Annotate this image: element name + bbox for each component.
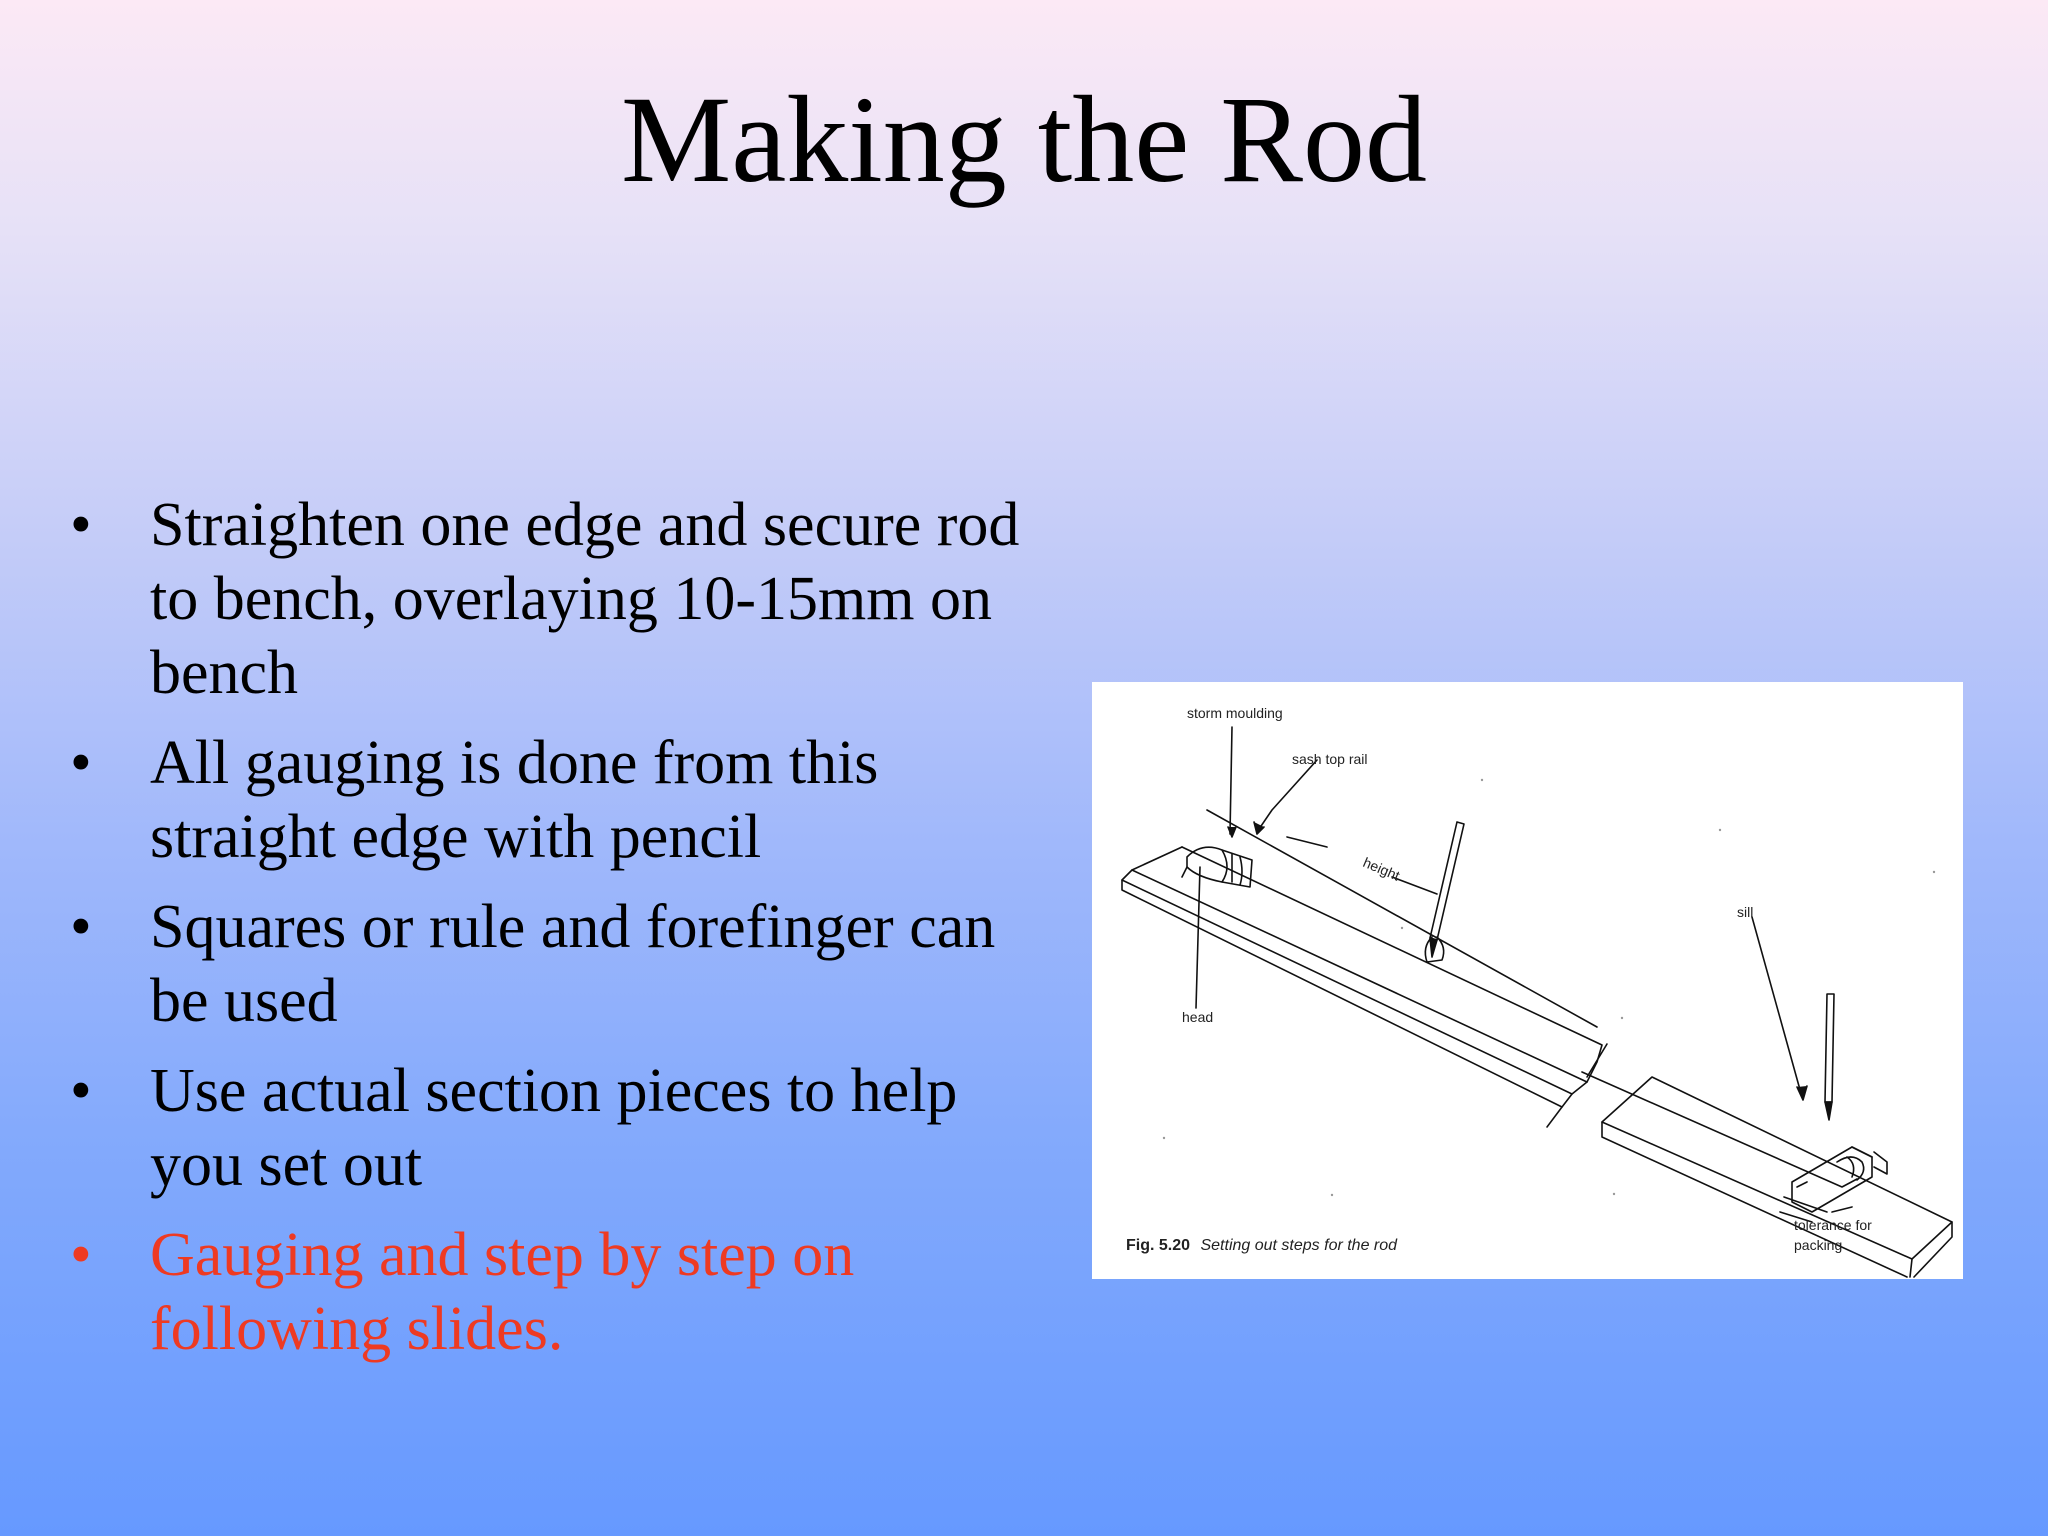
section-piece-sill	[1791, 1146, 1888, 1213]
leader-storm-moulding	[1229, 726, 1233, 835]
bullet-text: Squares or rule and forefinger can be us…	[150, 893, 996, 1035]
left-rod-drawing	[1121, 809, 1603, 1128]
bullet-text: Gauging and step by step on following sl…	[150, 1221, 855, 1363]
bullet-item: • Use actual section pieces to help you …	[70, 1054, 1030, 1202]
bullet-text: All gauging is done from this straight e…	[150, 729, 879, 871]
pencil-left-icon	[1429, 821, 1465, 958]
section-pieces-left	[1181, 846, 1253, 888]
bullet-item: • All gauging is done from this straight…	[70, 726, 1030, 874]
bullet-marker: •	[70, 1057, 92, 1125]
label-height: height	[1361, 854, 1402, 884]
label-sash-top-rail: sash top rail	[1292, 751, 1367, 767]
bullet-text: Use actual section pieces to help you se…	[150, 1057, 958, 1199]
rod-front-face	[1121, 879, 1573, 1108]
bullet-item: • Straighten one edge and secure rod to …	[70, 488, 1030, 710]
bench-back-edge	[1181, 846, 1603, 1083]
label-tolerance-line2: packing	[1794, 1237, 1842, 1253]
label-tolerance-line1: tolerance for	[1794, 1217, 1872, 1233]
bullet-list: • Straighten one edge and secure rod to …	[70, 488, 1030, 1382]
figure-caption-number: Fig. 5.20	[1126, 1237, 1190, 1254]
rod-setting-out-figure: storm moulding sash top rail height head…	[1092, 682, 1963, 1279]
bullet-item-highlight: • Gauging and step by step on following …	[70, 1218, 1030, 1366]
figure-caption: Fig. 5.20 Setting out steps for the rod	[1126, 1237, 1398, 1254]
slide-title: Making the Rod	[621, 71, 1427, 208]
bullet-marker: •	[70, 729, 92, 797]
bullet-text: Straighten one edge and secure rod to be…	[150, 491, 1020, 707]
right-rod-drawing	[1581, 1043, 1953, 1278]
figure-caption-text: Setting out steps for the rod	[1200, 1237, 1398, 1254]
leader-sash-top-rail	[1256, 759, 1318, 833]
tolerance-arrow	[1779, 1211, 1813, 1223]
label-head: head	[1182, 1009, 1213, 1025]
rod-diagram: storm moulding sash top rail height head…	[1121, 705, 1953, 1278]
bullet-marker: •	[70, 1221, 92, 1289]
leader-sill	[1751, 916, 1803, 1098]
label-sill: sill	[1737, 904, 1753, 920]
bench-far-line	[1206, 809, 1598, 1028]
leader-head	[1195, 866, 1201, 1009]
bullet-item: • Squares or rule and forefinger can be …	[70, 890, 1030, 1038]
pencil-right-icon	[1824, 993, 1835, 1121]
bullet-marker: •	[70, 893, 92, 961]
label-storm-moulding: storm moulding	[1187, 705, 1283, 721]
bullet-marker: •	[70, 491, 92, 559]
